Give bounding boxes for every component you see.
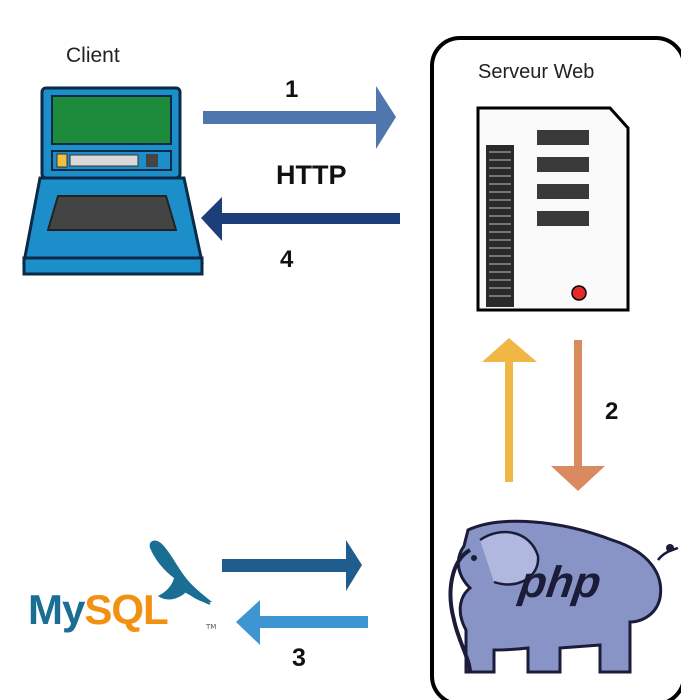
client-label: Client xyxy=(66,44,120,67)
http-label: HTTP xyxy=(276,160,347,190)
php-elephant-icon xyxy=(448,519,679,674)
response-arrow xyxy=(201,197,400,241)
request-arrow xyxy=(203,86,396,149)
php-to-server-arrow xyxy=(482,338,537,482)
server-boundary xyxy=(430,36,681,700)
server-tower-icon xyxy=(476,106,630,312)
step-2-label: 2 xyxy=(605,398,619,425)
laptop-icon xyxy=(22,86,204,276)
step-4-label: 4 xyxy=(280,246,294,273)
mysql-to-php-arrow xyxy=(236,600,368,645)
mysql-logo-my: My xyxy=(28,586,85,633)
step-1-label: 1 xyxy=(285,76,299,103)
mysql-logo-text: MySQL xyxy=(28,586,169,633)
php-logo-text: php xyxy=(516,558,605,607)
mysql-logo-sql: SQL xyxy=(84,586,168,633)
server-label: Serveur Web xyxy=(478,61,595,83)
mysql-dolphin-icon xyxy=(149,540,212,605)
step-3-label: 3 xyxy=(292,644,306,672)
mysql-trademark: TM xyxy=(206,623,217,631)
server-to-php-arrow xyxy=(551,340,605,491)
php-to-mysql-arrow xyxy=(222,540,362,591)
